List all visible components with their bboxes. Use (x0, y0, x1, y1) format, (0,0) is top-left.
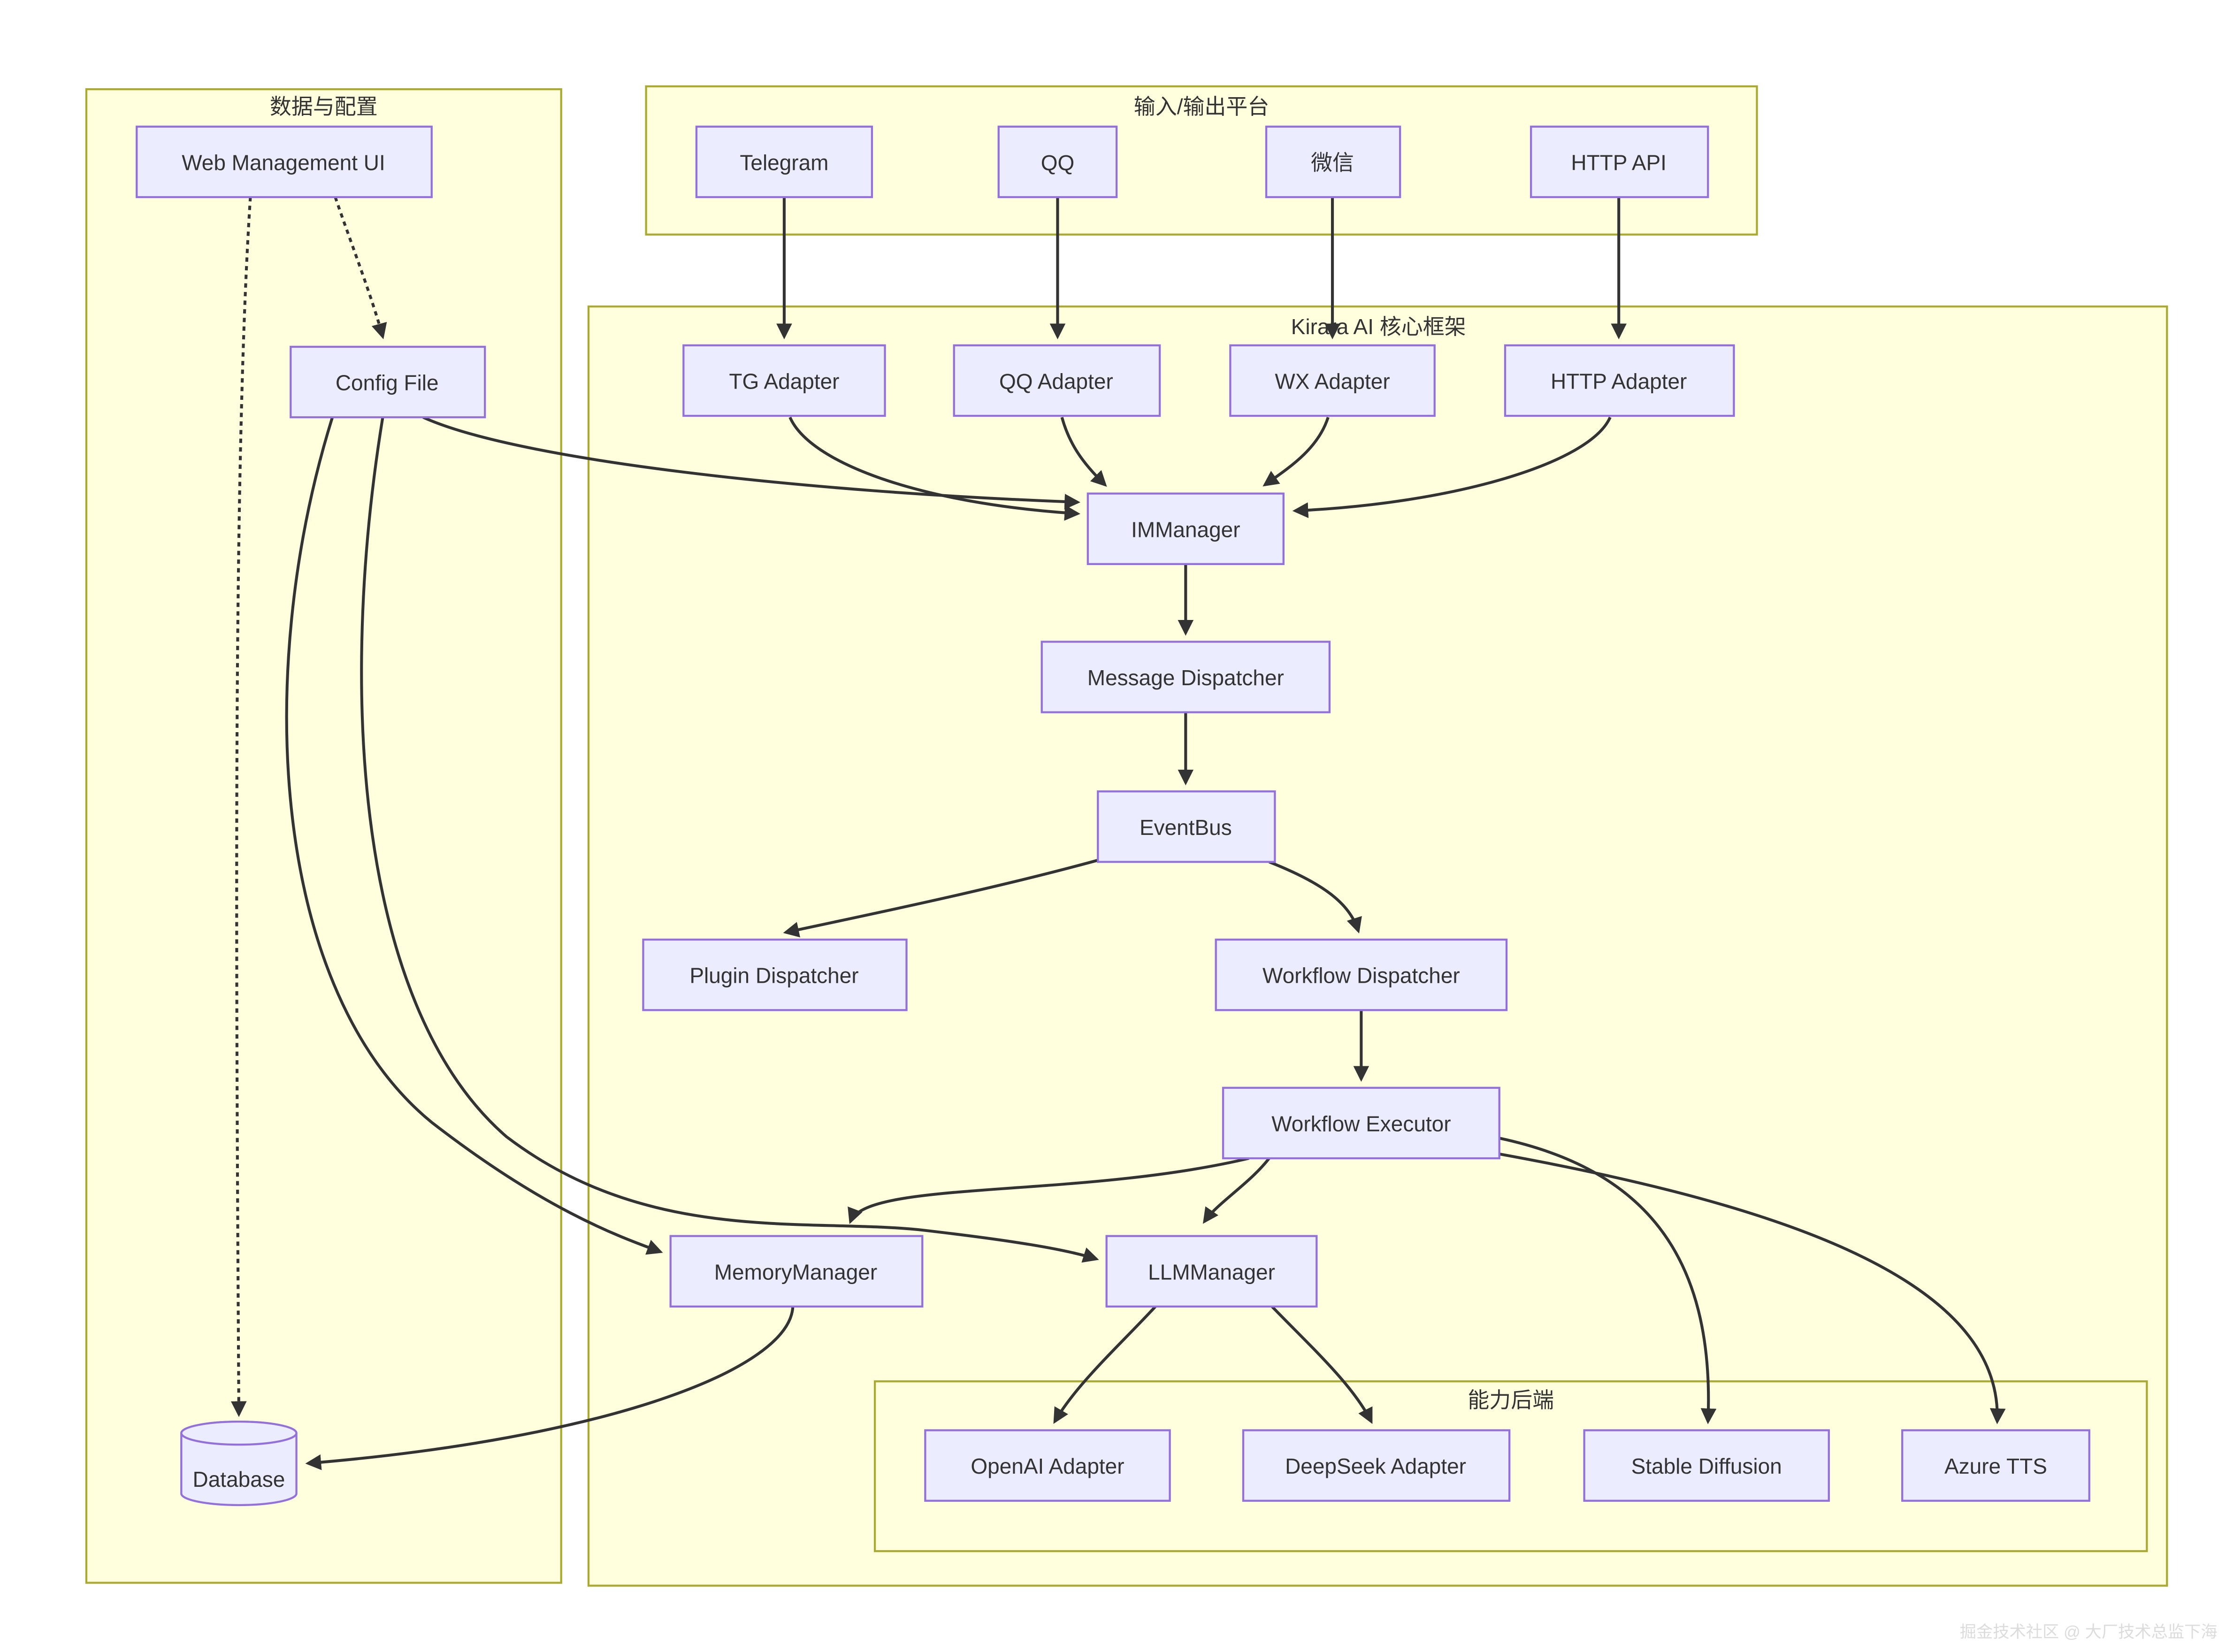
cluster-data-config-title: 数据与配置 (270, 94, 378, 119)
node-azure-tts: Azure TTS (1901, 1429, 2090, 1502)
node-workflow-dispatcher-box (1215, 938, 1508, 1011)
node-azure-tts-box (1901, 1429, 2090, 1502)
node-message-dispatcher-label: Message Dispatcher (1087, 665, 1284, 690)
node-qq-adapter: QQ Adapter (953, 344, 1161, 417)
edge-workflow-executor-stable-diffusion (1499, 1137, 1717, 1424)
node-plugin-dispatcher: Plugin Dispatcher (642, 938, 908, 1011)
node-im-manager-box (1086, 492, 1285, 565)
node-event-bus-box (1097, 790, 1276, 863)
edge-config-file-memory-manager (285, 417, 663, 1255)
node-qq-label: QQ (1041, 150, 1075, 175)
node-workflow-executor-label: Workflow Executor (1271, 1111, 1451, 1136)
node-event-bus: EventBus (1097, 790, 1276, 863)
node-http-adapter-box (1504, 344, 1735, 417)
node-http-api: HTTP API (1530, 125, 1709, 199)
node-message-dispatcher: Message Dispatcher (1040, 641, 1331, 713)
edge-llm-manager-deepseek-adapter (1271, 1305, 1373, 1424)
node-database-top (180, 1420, 298, 1446)
edge-tg-adapter-im-manager (788, 416, 1080, 521)
edge-memory-manager-database (305, 1306, 795, 1470)
edge-event-bus-plugin-dispatcher (783, 857, 1103, 938)
node-http-api-box (1530, 125, 1709, 199)
cluster-backend-title: 能力后端 (1468, 1388, 1554, 1412)
edge-llm-manager-openai-adapter (1053, 1305, 1157, 1424)
edge-config-file-im-manager (422, 416, 1081, 510)
node-tg-adapter-label: TG Adapter (729, 369, 839, 393)
node-qq-adapter-label: QQ Adapter (999, 369, 1113, 393)
node-llm-manager-label: LLMManager (1148, 1260, 1275, 1284)
node-memory-manager: MemoryManager (669, 1235, 924, 1308)
node-deepseek-adapter: DeepSeek Adapter (1242, 1429, 1511, 1502)
watermark-text: 掘金技术社区 @ 大厂技术总监下海 (1960, 1623, 2218, 1641)
node-tg-adapter-box (682, 344, 886, 417)
node-plugin-dispatcher-label: Plugin Dispatcher (689, 964, 858, 988)
cluster-kirara-core-title: Kirara AI 核心框架 (1291, 314, 1466, 339)
node-http-adapter-label: HTTP Adapter (1551, 369, 1687, 393)
edge-web-ui-config-file (334, 197, 387, 339)
node-wx-adapter-label: WX Adapter (1275, 369, 1390, 393)
node-message-dispatcher-box (1040, 641, 1331, 713)
node-workflow-executor: Workflow Executor (1222, 1086, 1500, 1160)
node-qq-box (997, 125, 1118, 199)
cluster-data-config-box (85, 88, 562, 1584)
node-wechat: 微信 (1265, 125, 1401, 199)
node-wx-adapter-box (1229, 344, 1436, 417)
node-http-adapter: HTTP Adapter (1504, 344, 1735, 417)
node-stable-diffusion: Stable Diffusion (1583, 1429, 1830, 1502)
node-web-management-ui-label: Web Management UI (182, 150, 385, 175)
node-qq-adapter-box (953, 344, 1161, 417)
edge-workflow-executor-llm-manager (1202, 1157, 1270, 1224)
node-plugin-dispatcher-box (642, 938, 908, 1011)
node-web-management-ui: Web Management UI (136, 125, 433, 199)
node-azure-tts-label: Azure TTS (1944, 1454, 2047, 1478)
node-event-bus-label: EventBus (1140, 815, 1232, 840)
node-openai-adapter-label: OpenAI Adapter (971, 1454, 1124, 1478)
node-telegram-label: Telegram (740, 150, 828, 175)
edge-wx-adapter-im-manager (1262, 417, 1330, 487)
node-telegram-box (695, 125, 873, 199)
node-im-manager-label: IMManager (1131, 517, 1240, 542)
node-config-file-box (290, 345, 486, 419)
node-wx-adapter: WX Adapter (1229, 344, 1436, 417)
edge-http-adapter-im-manager (1292, 416, 1612, 518)
node-config-file-label: Config File (336, 371, 439, 395)
node-im-manager: IMManager (1086, 492, 1285, 565)
node-wechat-box (1265, 125, 1401, 199)
node-database-label: Database (193, 1467, 285, 1491)
cluster-data-config: 数据与配置 (85, 88, 562, 1584)
node-memory-manager-box (669, 1235, 924, 1308)
node-deepseek-adapter-label: DeepSeek Adapter (1285, 1454, 1466, 1478)
node-wechat-label: 微信 (1311, 150, 1354, 175)
node-workflow-dispatcher: Workflow Dispatcher (1215, 938, 1508, 1011)
node-deepseek-adapter-box (1242, 1429, 1511, 1502)
node-workflow-executor-box (1222, 1086, 1500, 1160)
node-stable-diffusion-label: Stable Diffusion (1631, 1454, 1782, 1478)
edge-workflow-executor-memory-manager (848, 1157, 1249, 1224)
node-workflow-dispatcher-label: Workflow Dispatcher (1262, 964, 1460, 988)
edge-event-bus-workflow-dispatcher (1269, 860, 1362, 934)
node-http-api-label: HTTP API (1571, 150, 1667, 175)
node-config-file: Config File (290, 345, 486, 419)
node-llm-manager-box (1105, 1235, 1318, 1308)
edge-web-ui-database (230, 197, 252, 1417)
node-web-management-ui-box (136, 125, 433, 199)
node-database: Database (180, 1420, 298, 1507)
cluster-io-platform-title: 输入/输出平台 (1134, 94, 1270, 119)
edge-workflow-executor-azure-tts (1499, 1152, 2006, 1424)
nodes: Web Management UI Config File Database T… (136, 125, 2090, 1507)
node-memory-manager-label: MemoryManager (714, 1260, 877, 1284)
edges (230, 197, 2006, 1470)
node-openai-adapter-box (924, 1429, 1171, 1502)
edge-config-file-llm-manager (360, 417, 1099, 1263)
node-openai-adapter: OpenAI Adapter (924, 1429, 1171, 1502)
edge-qq-adapter-im-manager (1060, 417, 1107, 487)
node-tg-adapter: TG Adapter (682, 344, 886, 417)
node-stable-diffusion-box (1583, 1429, 1830, 1502)
node-llm-manager: LLMManager (1105, 1235, 1318, 1308)
node-telegram: Telegram (695, 125, 873, 199)
node-qq: QQ (997, 125, 1118, 199)
